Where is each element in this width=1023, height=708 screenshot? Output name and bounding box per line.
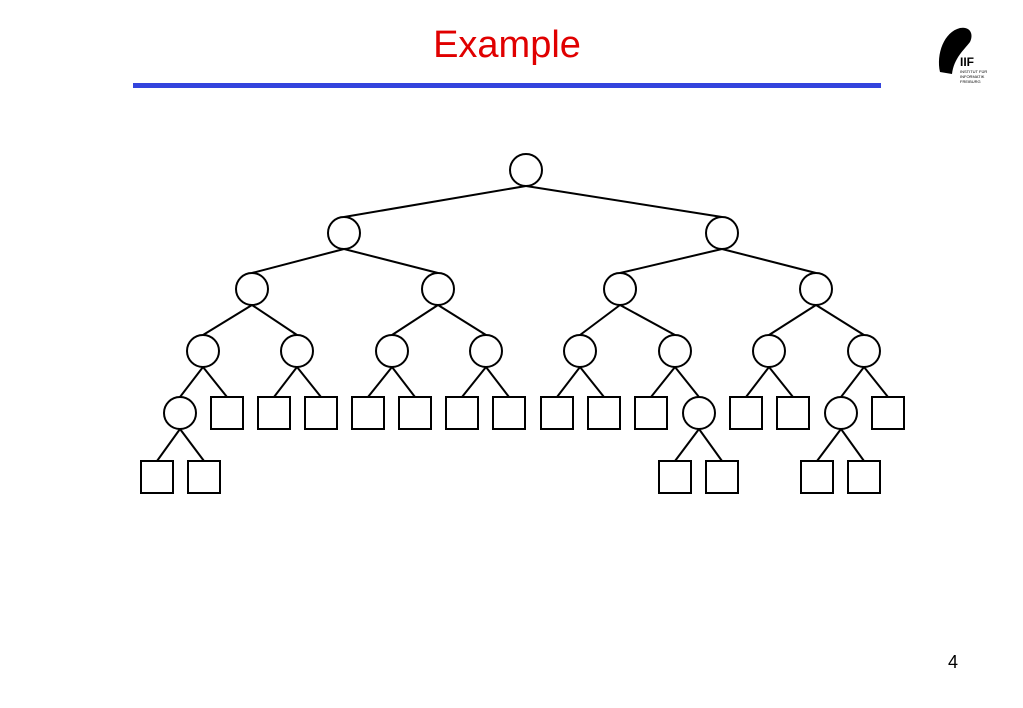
edge-d1-m2	[179, 428, 205, 462]
edge-c3-l4	[367, 366, 393, 398]
internal-node-c8	[847, 334, 881, 368]
leaf-node-m6	[847, 460, 881, 494]
edge-a-a2	[343, 248, 439, 274]
edge-b2-c7	[768, 304, 817, 336]
edge-b-b1	[619, 248, 723, 274]
edge-b1-c5	[579, 304, 621, 336]
internal-node-a	[327, 216, 361, 250]
edge-c4-l7	[485, 366, 510, 398]
internal-node-b2	[799, 272, 833, 306]
edge-c6-d2	[674, 366, 700, 398]
edge-a1-c1	[202, 304, 253, 336]
leaf-node-l10	[634, 396, 668, 430]
internal-node-b1	[603, 272, 637, 306]
edge-a-a1	[251, 248, 345, 274]
leaf-node-l12	[776, 396, 810, 430]
internal-node-c1	[186, 334, 220, 368]
internal-node-c7	[752, 334, 786, 368]
edge-c1-d1	[179, 366, 204, 398]
edge-b-b2	[721, 248, 817, 274]
leaf-node-m2	[187, 460, 221, 494]
edge-r-a	[343, 185, 527, 218]
edge-d3-m6	[840, 428, 865, 462]
title-underline	[133, 83, 881, 88]
edge-d2-m3	[674, 428, 700, 462]
edge-b2-c8	[815, 304, 865, 336]
edge-c7-l12	[768, 366, 794, 398]
edge-c7-l11	[745, 366, 770, 398]
leaf-node-l7	[492, 396, 526, 430]
internal-node-a2	[421, 272, 455, 306]
internal-node-c5	[563, 334, 597, 368]
logo-letters: IIF	[960, 55, 974, 69]
leaf-node-l1	[210, 396, 244, 430]
edge-c5-l8	[556, 366, 581, 398]
logo-caption-1: INSTITUT FÜR	[960, 69, 987, 74]
edge-c8-l13	[863, 366, 889, 398]
internal-node-c3	[375, 334, 409, 368]
edge-c5-l9	[579, 366, 605, 398]
page-number: 4	[948, 652, 959, 672]
edge-c2-l3	[296, 366, 322, 398]
leaf-node-l4	[351, 396, 385, 430]
internal-node-r	[509, 153, 543, 187]
logo-caption-3: FREIBURG	[960, 79, 981, 84]
leaf-node-m4	[705, 460, 739, 494]
edge-r-b	[525, 185, 723, 218]
edge-d2-m4	[698, 428, 723, 462]
internal-node-a1	[235, 272, 269, 306]
leaf-node-l2	[257, 396, 291, 430]
edge-a1-c2	[251, 304, 298, 336]
slide-title: Example	[433, 24, 581, 66]
edge-d3-m5	[816, 428, 842, 462]
internal-node-b	[705, 216, 739, 250]
edge-c4-l6	[461, 366, 487, 398]
logo-caption-2: INFORMATIK	[960, 74, 985, 79]
internal-node-c6	[658, 334, 692, 368]
edge-c6-l10	[650, 366, 676, 398]
edge-b1-c6	[619, 304, 676, 336]
edge-a2-c4	[437, 304, 487, 336]
edge-c3-l5	[391, 366, 416, 398]
edge-d1-m1	[156, 428, 181, 462]
edge-a2-c3	[391, 304, 439, 336]
leaf-node-l13	[871, 396, 905, 430]
internal-node-d1	[163, 396, 197, 430]
edge-c2-l2	[273, 366, 298, 398]
leaf-node-l11	[729, 396, 763, 430]
iif-logo: IIF INSTITUT FÜR INFORMATIK FREIBURG	[938, 27, 987, 84]
tree-nodes	[140, 153, 905, 494]
tree-edges	[156, 185, 889, 462]
leaf-node-l9	[587, 396, 621, 430]
leaf-node-m1	[140, 460, 174, 494]
edge-c8-d3	[840, 366, 865, 398]
leaf-node-m3	[658, 460, 692, 494]
leaf-node-l5	[398, 396, 432, 430]
leaf-node-l8	[540, 396, 574, 430]
edge-c1-l1	[202, 366, 228, 398]
internal-node-c2	[280, 334, 314, 368]
leaf-node-l6	[445, 396, 479, 430]
leaf-node-m5	[800, 460, 834, 494]
internal-node-d2	[682, 396, 716, 430]
leaf-node-l3	[304, 396, 338, 430]
internal-node-d3	[824, 396, 858, 430]
internal-node-c4	[469, 334, 503, 368]
